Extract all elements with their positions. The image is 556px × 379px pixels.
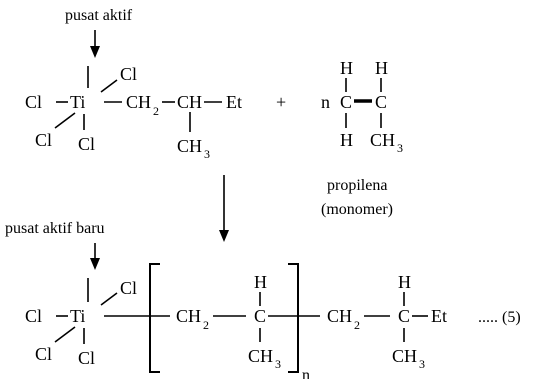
chain-carbon: C	[398, 306, 410, 326]
hydrogen-3: H	[340, 130, 353, 150]
repeat-methyl: CH	[248, 346, 273, 366]
active-site-arrow	[90, 30, 100, 58]
titanium: Ti	[70, 306, 85, 326]
repeat-methylene: CH	[176, 306, 201, 326]
monomer-methyl-subscript: 3	[397, 141, 403, 155]
ethyl: Et	[226, 92, 242, 112]
methyl-subscript: 3	[204, 147, 210, 161]
active-site-label: pusat aktif	[65, 7, 133, 24]
repeat-methylene-subscript: 2	[203, 318, 209, 332]
chlorine-upper-right: Cl	[120, 278, 137, 298]
monomer-role: (monomer)	[321, 201, 393, 218]
chain-methyl: CH	[392, 346, 417, 366]
polymer-complex: Cl Ti Cl Cl Cl CH 2 H C CH 3 n CH 2 H C …	[25, 263, 447, 379]
catalyst-complex: Cl Ti Cl Cl Cl CH 2 CH Et CH 3	[25, 64, 242, 161]
methylene-subscript: 2	[153, 104, 159, 118]
monomer-name: propilena	[327, 177, 387, 194]
chlorine-lower-left: Cl	[35, 130, 52, 150]
chain-methylene: CH	[327, 306, 352, 326]
chlorine-upper-right: Cl	[120, 64, 137, 84]
repeat-carbon: C	[254, 306, 266, 326]
chain-methylene-subscript: 2	[354, 318, 360, 332]
chlorine-bottom: Cl	[78, 134, 95, 154]
bracket-left	[149, 263, 160, 373]
chlorine-left: Cl	[25, 306, 42, 326]
methyl: CH	[177, 136, 202, 156]
plus-sign: +	[276, 92, 286, 112]
bracket-right	[288, 263, 299, 373]
hydrogen-1: H	[340, 58, 353, 78]
monomer-methyl: CH	[370, 130, 395, 150]
methylene: CH	[126, 92, 151, 112]
titanium: Ti	[70, 92, 85, 112]
new-active-site-arrow	[90, 243, 100, 270]
equation-number: ..... (5)	[478, 309, 521, 326]
chain-methyl-subscript: 3	[419, 357, 425, 371]
repeat-count-n: n	[302, 367, 310, 379]
coefficient-n: n	[321, 92, 330, 112]
carbon-2: C	[375, 92, 387, 112]
methine: CH	[177, 92, 202, 112]
reaction-arrow	[219, 175, 229, 242]
repeat-hydrogen: H	[254, 272, 267, 292]
repeat-methyl-subscript: 3	[275, 357, 281, 371]
chlorine-left: Cl	[25, 92, 42, 112]
chain-hydrogen: H	[398, 272, 411, 292]
ethyl: Et	[431, 306, 447, 326]
propylene-monomer: n H H C C H CH 3	[321, 58, 403, 155]
new-active-site-label: pusat aktif baru	[5, 220, 105, 237]
chlorine-lower-left: Cl	[35, 344, 52, 364]
carbon-1: C	[340, 92, 352, 112]
hydrogen-2: H	[375, 58, 388, 78]
chlorine-bottom: Cl	[78, 348, 95, 368]
